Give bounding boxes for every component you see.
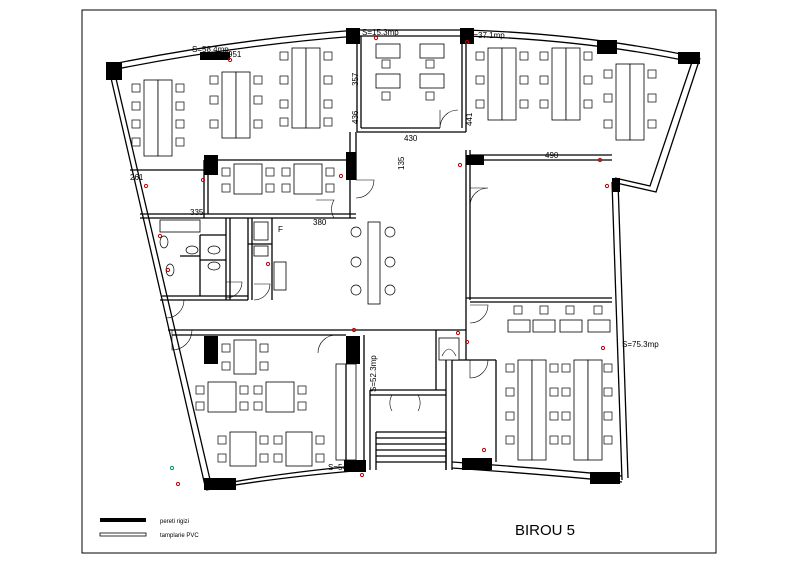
staircase <box>375 337 460 470</box>
restroom-fixtures <box>159 219 221 277</box>
legend-label-windows: tamplarie PVC <box>160 533 199 539</box>
drawing-frame <box>81 9 717 554</box>
fridge-label: F <box>278 225 283 234</box>
area-label-ne: S=37.1mp <box>468 31 505 40</box>
dim-520: 520 <box>205 167 219 176</box>
dim-490: 490 <box>545 151 559 160</box>
workstations-nw <box>131 47 335 195</box>
dim-380: 380 <box>313 218 327 227</box>
legend-swatch-windows <box>99 532 147 537</box>
legend: pereti rigizi tamplarie PVC <box>99 518 199 539</box>
legend-swatch-walls <box>100 518 146 522</box>
dim-441: 441 <box>465 112 474 126</box>
legend-label-walls: pereti rigizi <box>160 519 189 525</box>
dim-135: 135 <box>397 156 406 170</box>
dim-335: 335 <box>190 208 204 217</box>
area-label-east: S=75.3mp <box>622 340 659 349</box>
workstations-ne <box>475 47 657 141</box>
area-label-nw: S=58.4mp <box>192 45 229 54</box>
structural-columns <box>106 28 700 490</box>
area-label-top: S=15.3mp <box>362 28 399 37</box>
outlet-markers <box>143 35 610 487</box>
workstations-top-room <box>375 43 445 101</box>
kitchen-area <box>253 221 396 305</box>
dim-951: 951 <box>228 50 242 59</box>
dim-357: 357 <box>351 72 360 86</box>
area-label-stair: S=52.3mp <box>369 355 378 392</box>
doors <box>165 109 489 412</box>
plan-title: BIROU 5 <box>515 522 575 539</box>
dim-430: 430 <box>404 134 418 143</box>
dim-436: 436 <box>351 110 360 124</box>
area-label-sw: S=54.9mp <box>328 463 365 472</box>
interior-walls <box>130 36 612 470</box>
dim-261: 261 <box>130 173 144 182</box>
workstations-sw <box>195 339 357 467</box>
workstations-east <box>505 305 613 461</box>
